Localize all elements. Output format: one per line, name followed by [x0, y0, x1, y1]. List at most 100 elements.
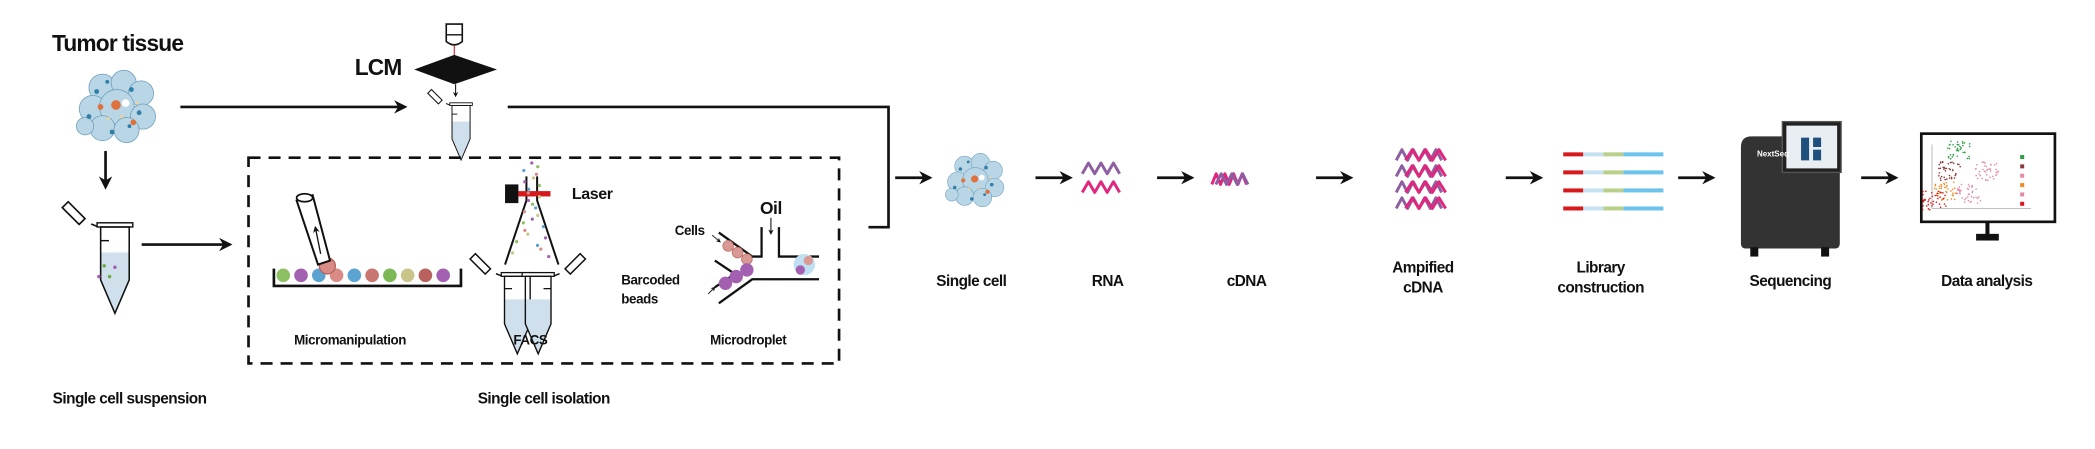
scatter-point [1961, 197, 1964, 199]
sorted-cell-dot [526, 191, 530, 195]
scatter-point [1957, 143, 1959, 146]
scatter-point [1938, 185, 1941, 188]
sorted-cell-dot [530, 217, 534, 221]
scatter-point [1940, 185, 1943, 187]
scatter-point [1985, 179, 1987, 182]
cell [275, 267, 292, 284]
scatter-point [1959, 191, 1961, 193]
amplified-cdna-label-line1: Ampified [1392, 260, 1454, 277]
scatter-point [1976, 197, 1979, 200]
library-segment [1623, 188, 1664, 193]
oil-label: Oil [760, 198, 782, 218]
sorted-cell-dot [523, 228, 527, 232]
scatter-point [1985, 174, 1988, 176]
facs-label: FACS [513, 333, 548, 348]
scatter-point [1952, 192, 1954, 195]
sorted-cell-dot [539, 247, 543, 251]
library-segment [1603, 206, 1624, 211]
scatter-point [1966, 187, 1969, 190]
scatter-point [1995, 171, 1998, 174]
library-fragments-icon [1563, 152, 1664, 211]
scatter-point [1949, 153, 1952, 156]
scatter-point [1932, 203, 1934, 206]
scatter-point [1947, 156, 1950, 159]
scatter-point [1927, 200, 1929, 203]
suspension-tube-icon [61, 200, 134, 315]
scatter-point [1995, 162, 1998, 165]
library-segment [1563, 188, 1584, 193]
library-segment [1583, 170, 1604, 175]
scatter-point [1960, 183, 1963, 186]
scatter-point [1937, 190, 1940, 193]
scatter-point [1933, 187, 1936, 190]
sorted-cell-dot [543, 236, 548, 240]
sorted-cell-dot [531, 176, 536, 180]
scatter-point [1931, 195, 1934, 198]
scatter-point [1928, 208, 1931, 211]
scatter-point [1938, 163, 1941, 166]
single-cell-suspension-label: Single cell suspension [53, 391, 207, 408]
sorted-cell-dot [522, 168, 526, 173]
isolation-methods-box [247, 156, 841, 365]
scatter-point [1924, 199, 1926, 202]
scatter-point [1927, 199, 1930, 201]
scatter-point [1946, 198, 1949, 201]
scatter-point [1971, 184, 1973, 187]
lcm-slide-icon [414, 54, 498, 85]
library-segment [1583, 206, 1604, 211]
scatter-point [1950, 190, 1952, 192]
scatter-point [1997, 170, 1999, 173]
scatter-point [1947, 188, 1949, 190]
scatter-point [1956, 141, 1959, 143]
scatter-point [1958, 186, 1961, 188]
sorted-cell-dot [510, 251, 515, 255]
scatter-point [1967, 193, 1970, 195]
scatter-point [1954, 146, 1956, 148]
rna-strand [1080, 161, 1121, 176]
library-segment [1623, 206, 1664, 211]
scatter-point [1950, 176, 1953, 179]
legend-swatch [2020, 155, 2025, 160]
cell [293, 267, 309, 284]
scatter-point [1944, 167, 1946, 170]
scatter-point [1940, 187, 1943, 189]
scatter-point [1981, 161, 1984, 164]
library-segment [1603, 188, 1624, 193]
scatter-point [1922, 199, 1925, 202]
scatter-point [1959, 165, 1962, 168]
scatter-point [1975, 163, 1978, 166]
scatter-point [1983, 161, 1985, 164]
library-segment [1583, 152, 1604, 157]
scatter-point [1995, 168, 1997, 171]
scatter-point [1949, 161, 1952, 164]
scatter-point [1922, 193, 1924, 196]
scatter-point [1993, 164, 1996, 166]
scatter-point [1927, 203, 1930, 206]
scatter-point [1925, 205, 1928, 207]
cell [381, 267, 398, 284]
cdna-strand-icon [1210, 172, 1250, 186]
microdroplet-label: Microdroplet [710, 333, 787, 348]
scatter-point [1922, 200, 1925, 203]
scatter-point [1979, 174, 1982, 177]
scatter-point [1975, 174, 1978, 177]
barcoded-label: Barcoded [621, 273, 680, 288]
scatter-point [1953, 177, 1956, 179]
scatter-point [1953, 198, 1956, 201]
library-segment [1583, 188, 1604, 193]
scatter-point [1956, 192, 1959, 195]
scatter-point [1930, 202, 1932, 204]
scatter-point [1952, 162, 1955, 165]
scatter-point [1932, 200, 1935, 203]
scatter-point [1929, 197, 1931, 200]
single-cell-isolation-label: Single cell isolation [478, 391, 610, 408]
connector-line [507, 105, 890, 229]
scatter-point [1948, 177, 1951, 179]
laser-beam [518, 191, 551, 197]
scatter-point [1943, 168, 1945, 170]
scatter-point [1969, 201, 1971, 203]
scatter-point [1944, 186, 1946, 189]
scatter-point [1940, 179, 1942, 182]
scatter-point [1945, 167, 1948, 170]
